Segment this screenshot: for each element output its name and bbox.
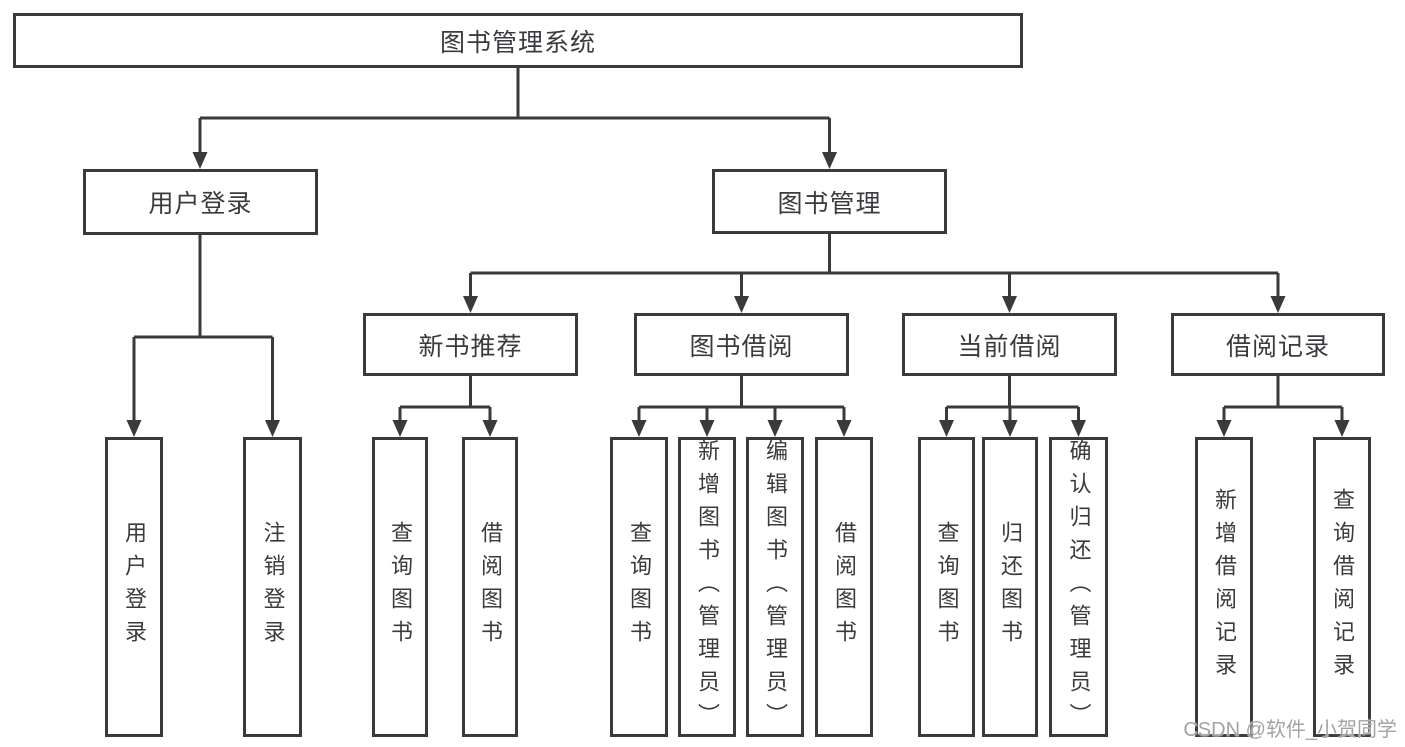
node-label: 借阅图书 (478, 521, 503, 653)
node-leaf-query-books-borrowing: 查询图书 (610, 437, 668, 737)
arrow-icon (1071, 420, 1086, 437)
node-label: 图书管理 (777, 189, 882, 218)
node-leaf-confirm-return-admin: 确认归还（管理员） (1049, 437, 1108, 737)
arrow-icon (463, 296, 478, 313)
node-book-borrowing: 图书借阅 (634, 313, 849, 376)
node-borrowing-records: 借阅记录 (1171, 313, 1385, 376)
connector-book-mgmt-to-level2 (469, 234, 1280, 298)
connector-book-borrow-to-leaves (637, 376, 846, 422)
node-label: 查询图书 (388, 521, 413, 653)
node-new-book-recommend: 新书推荐 (363, 313, 578, 376)
arrow-icon (1216, 420, 1232, 437)
node-label: 新增借阅记录 (1212, 488, 1237, 686)
arrow-icon (939, 420, 954, 437)
node-label: 图书管理系统 (439, 28, 596, 57)
node-label: 新书推荐 (418, 332, 523, 361)
node-label: 用户登录 (122, 521, 147, 653)
arrow-icon (482, 420, 498, 437)
node-leaf-add-borrow-record: 新增借阅记录 (1195, 437, 1253, 737)
connector-root-to-level1 (198, 68, 831, 154)
arrow-icon (192, 152, 208, 169)
watermark: CSDN @软件_小贺同学 (1183, 719, 1397, 741)
node-label: 借阅图书 (832, 521, 857, 653)
node-leaf-edit-books-admin: 编辑图书（管理员） (746, 437, 804, 737)
node-leaf-add-books-admin: 新增图书（管理员） (678, 437, 736, 737)
arrow-icon (1270, 296, 1286, 313)
arrow-icon (265, 420, 280, 437)
node-label: 查询借阅记录 (1330, 488, 1355, 686)
node-leaf-borrow-books: 借阅图书 (815, 437, 873, 737)
connector-user-login-to-leaves (132, 235, 274, 422)
node-label: 归还图书 (998, 521, 1023, 653)
node-label: 查询图书 (627, 521, 652, 653)
node-root-system: 图书管理系统 (13, 13, 1023, 68)
arrow-icon (767, 420, 783, 437)
node-label: 新增图书（管理员） (695, 438, 720, 736)
node-leaf-user-login: 用户登录 (105, 437, 163, 737)
arrow-icon (699, 420, 715, 437)
arrow-icon (1002, 420, 1018, 437)
node-label: 确认归还（管理员） (1066, 438, 1092, 736)
node-label: 查询图书 (934, 521, 960, 653)
connector-borrow-records-to-leaves (1222, 376, 1344, 422)
arrow-icon (822, 152, 837, 169)
node-current-borrowing: 当前借阅 (902, 313, 1117, 376)
node-label: 注销登录 (260, 521, 286, 653)
node-leaf-borrow-books-recommend: 借阅图书 (462, 437, 518, 737)
node-user-login-module: 用户登录 (83, 169, 318, 235)
arrow-icon (836, 420, 852, 437)
node-label: 借阅记录 (1225, 332, 1330, 361)
node-leaf-query-books-current: 查询图书 (918, 437, 975, 737)
arrow-icon (734, 296, 749, 313)
arrow-icon (631, 420, 647, 437)
arrow-icon (1002, 296, 1017, 313)
node-leaf-query-books-recommend: 查询图书 (372, 437, 428, 737)
node-leaf-return-books: 归还图书 (982, 437, 1038, 737)
arrow-icon (1334, 420, 1350, 437)
node-book-management-module: 图书管理 (712, 169, 947, 234)
node-label: 用户登录 (148, 190, 253, 218)
node-leaf-logout: 注销登录 (243, 437, 302, 737)
node-label: 图书借阅 (689, 332, 794, 361)
connector-new-book-rec-to-leaves (398, 376, 492, 422)
node-leaf-query-borrow-record: 查询借阅记录 (1313, 437, 1371, 737)
node-label: 当前借阅 (957, 332, 1062, 361)
arrow-icon (392, 420, 408, 437)
connector-current-borrow-to-leaves (945, 376, 1080, 422)
node-label: 编辑图书（管理员） (763, 438, 788, 736)
arrow-icon (126, 420, 142, 437)
